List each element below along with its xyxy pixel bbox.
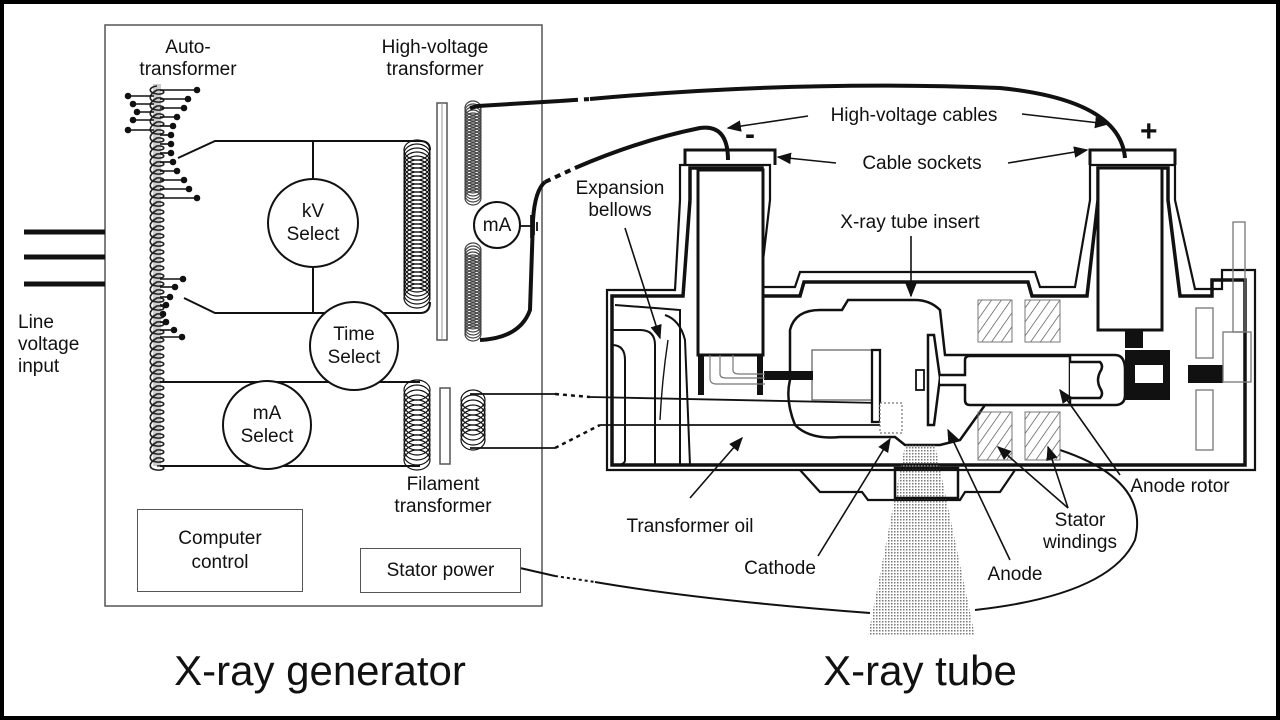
- computer-control-box[interactable]: Computer control: [137, 509, 303, 592]
- hv-primary-coil: [403, 139, 431, 309]
- tap-contact: [169, 158, 177, 166]
- cathode-label: Cathode: [744, 558, 816, 579]
- tap-contact: [124, 92, 132, 100]
- filament-leads: [470, 392, 881, 450]
- xray-tube-title: X-ray tube: [823, 647, 1017, 694]
- line-voltage-input-label: Line voltage input: [18, 312, 80, 377]
- filament-secondary-coil: [460, 389, 486, 451]
- hv-secondary-coil: [464, 100, 482, 342]
- stator-windings: [977, 299, 1061, 461]
- autotransformer-coil: [149, 84, 165, 471]
- rotor-bearing-outlines: [1195, 221, 1252, 451]
- tap-contact: [184, 95, 192, 103]
- tap-contact: [167, 149, 175, 157]
- autotransformer-label: Auto- transformer: [139, 37, 237, 80]
- tap-contact: [193, 86, 201, 94]
- tap-contact: [180, 104, 188, 112]
- anode-rotor-bearing: [1125, 330, 1223, 400]
- tap-contact: [159, 310, 167, 318]
- cable-socket-positive-plug: [1096, 166, 1164, 332]
- tap-contact: [169, 122, 177, 130]
- generator-cabinet: [104, 24, 543, 607]
- tap-contact: [124, 126, 132, 134]
- beam-window: [893, 466, 960, 500]
- leader-arrows: [624, 113, 1121, 561]
- positive-terminal-sign: +: [1140, 115, 1158, 148]
- stator-power-box[interactable]: Stator power: [360, 548, 521, 593]
- tap-contact: [133, 108, 141, 116]
- tap-contact: [185, 185, 193, 193]
- anode-label: Anode: [987, 564, 1043, 585]
- tap-contact: [129, 116, 137, 124]
- tap-contact: [167, 131, 175, 139]
- cable-socket-negative-plug: [696, 168, 765, 357]
- autotransformer-taps: [124, 86, 201, 341]
- tap-contact: [173, 113, 181, 121]
- filament-primary-coil: [403, 379, 431, 471]
- xray-beam: [868, 445, 975, 636]
- line-voltage-wires: [24, 229, 105, 287]
- tap-contact: [180, 176, 188, 184]
- anode-rotor-label: Anode rotor: [1130, 476, 1230, 497]
- tap-contact: [193, 194, 201, 202]
- tube-insert-label: X-ray tube insert: [840, 212, 980, 233]
- expansion-bellows: [611, 304, 691, 466]
- ma-select-knob[interactable]: mA Select: [222, 380, 312, 470]
- xray-generator-title: X-ray generator: [174, 647, 466, 694]
- filament-transformer-core: [439, 387, 451, 465]
- kv-select-knob[interactable]: kV Select: [267, 178, 359, 268]
- tap-contact: [171, 283, 179, 291]
- tap-contact: [129, 100, 137, 108]
- anode-assembly: [915, 333, 1104, 427]
- expansion-bellows-label: Expansion bellows: [575, 178, 665, 221]
- tap-contact: [166, 293, 174, 301]
- tap-contact: [162, 318, 170, 326]
- filament-transformer-label: Filament transformer: [394, 474, 492, 517]
- cable-sockets-label: Cable sockets: [862, 153, 982, 174]
- negative-terminal-sign: -: [745, 118, 755, 151]
- hv-transformer-label: High-voltage transformer: [381, 37, 489, 80]
- high-voltage-cables-label: High-voltage cables: [830, 105, 998, 126]
- tap-contact: [170, 326, 178, 334]
- stator-windings-label: Stator windings: [1043, 510, 1117, 553]
- stator-power-cable: [519, 449, 1139, 614]
- tap-contact: [162, 301, 170, 309]
- tap-contact: [167, 140, 175, 148]
- tap-contact: [178, 333, 186, 341]
- cathode-assembly: [698, 348, 903, 434]
- tap-contact: [179, 275, 187, 283]
- tap-contact: [173, 167, 181, 175]
- ma-meter: mA: [473, 201, 521, 249]
- time-select-knob[interactable]: Time Select: [309, 301, 399, 391]
- transformer-oil-label: Transformer oil: [626, 516, 754, 537]
